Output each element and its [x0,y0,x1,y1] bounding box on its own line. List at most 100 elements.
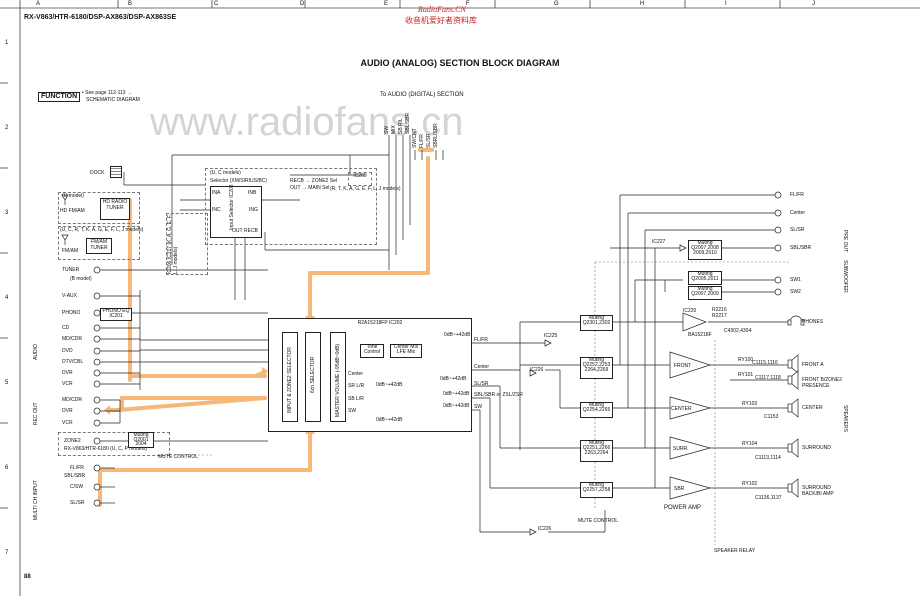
model-header: RX-V863/HTR-6180/DSP-AX863/DSP-AX863SE [24,14,177,21]
selector-out: OUT [232,228,243,234]
hp-caps: C4302,4304 [724,328,752,334]
see-page: • See page 112-113 → [82,90,132,96]
gain-sw: 0dB~+42dB [443,403,470,409]
spk-front-a: FRONT A [802,362,824,368]
input-phono: PHONO [62,310,81,316]
relay-ry100: RY100 [738,357,754,363]
selector-models: (U, C models) [210,170,241,176]
out-sw: SW [474,404,483,410]
master-volume-label: MASTER VOLUME (-95dB~0dB) [335,343,341,417]
multich-flfr: FL/FR [70,465,84,471]
out-flfr: FL/FR [474,337,488,343]
cap-c1115: C1115,1116 [752,360,778,366]
amp-surr: SURR. [673,446,689,452]
preout-center: Center [790,210,806,216]
top-signal-2: SB R/L [398,118,404,134]
row-label-2: 2 [5,125,9,131]
gain-sb: 0dB~+42dB [443,391,470,397]
out-center: Center [474,364,490,370]
selector-inb: INB [248,190,257,196]
muting-q2254: Muting Q2254,2265 [580,402,613,418]
selector-recb: RECB [244,228,258,234]
muting-q2301: Muting Q2301,2302 [580,315,613,331]
input-vcr: VCR [62,381,73,387]
selector-name: Selector (XM/SIRIUS/BC) [210,178,267,184]
function-box: FUNCTION [38,92,81,102]
muting-q2007: Muting Q2007,2009 [688,286,722,300]
fmam-antenna-label: FM/AM [62,248,79,254]
tuner-u-model: (U model) [62,193,84,199]
ic226: IC226 [538,526,552,532]
dock-label: DOCK [90,170,105,176]
int-sblr: SB L/R [348,396,364,402]
input-tuner: TUNER [62,267,80,273]
top-signal-0: SW [384,125,390,134]
input-dvr: DVR [62,370,73,376]
col-label-b: B [128,1,133,7]
hp-chip: BA15218F [688,332,712,338]
row-label-5: 5 [5,380,9,386]
selector-models2: (R, T, K, A, G, E, F, L, J models) [330,186,401,192]
preout-sw2: SW2 [790,289,801,295]
antenna-icons [61,194,69,245]
hp-phones-label: PHONES [802,319,824,325]
ic209: IC209 [348,172,372,186]
ic227: IC227 [652,239,666,245]
zone2-note: RX-V863/HTR-6180 (U, C, P models) [64,446,147,452]
cap-c1113: C1113,1114 [755,455,781,461]
side-label-multich: MULTI CH INPUT [33,480,39,520]
side-label-speakers: SPEAKERS [842,405,848,432]
multich-csw: C/SW [70,484,84,490]
recout-mdcdr: MD/CDR [62,397,82,403]
input-mdcdr: MD/CDR [62,336,82,342]
hd-antenna-label: HD FM/AM [60,208,85,214]
muting-q2005: Muting Q2005,2011 [688,271,722,285]
dock-connector-icon [110,166,122,178]
preout-sw1: SW1 [790,277,801,283]
preout-sblsbr: SBL/SBR [790,245,812,251]
tone-control: Tone Control [360,344,384,358]
col-label-j: J [812,1,815,7]
watermark-site: RadioFans.CN [418,5,466,14]
row-label-7: 7 [5,550,9,556]
tuner-other-models: (U, C, R, T, K, A, G, E, F, L, J models) [60,227,144,233]
input-selector-ic203 [210,186,262,238]
recb-zone2: RECB → ZONE2 Sel [290,178,337,184]
hd-tuner-group [58,192,140,224]
ic226-mid: IC226 [530,367,544,373]
top-signal-6: SL/SR [426,133,432,148]
orange-paths [98,148,434,507]
input-zone2-selector: INPUT & ZONE2 SELECTOR [282,332,298,422]
selector-group [205,168,377,245]
gain-sw2: 0dB~+42dB [376,417,403,423]
arrow-ic202 [262,367,268,375]
int-sw: SW [348,408,357,414]
preout-flfr: FL/FR [790,192,804,198]
int-srlr: SR L/R [348,383,365,389]
speaker-icons [787,315,805,498]
preout-slsr: SL/SR [790,227,805,233]
gain-center: 0dB~+42dB [376,382,403,388]
phono-eq: PHONO EQ IC201 [100,308,132,321]
relay-ry101: RY101 [738,372,754,378]
spk-surround-back: SURROUND BACK/BI AMP [802,485,834,497]
jacks [93,191,782,507]
wiring [100,135,788,533]
hp-resistors: R2216 R2217 [712,307,727,319]
muting-q2007-pre: Muting Q2007,2008 2009,2010 [688,240,722,260]
row-label-6: 6 [5,465,9,471]
recout-vcr: VCR [62,420,73,426]
ic202-label: R2A15218FP IC202 [357,320,403,326]
col-label-f: F [466,1,470,7]
muting-zone2: Muting Q2001 2004 [128,432,154,448]
selector-inc: INC [212,207,221,213]
fmam-tuner: FM/AM TUNER [86,238,112,254]
cap-c1117: C1117,1118 [755,375,781,381]
page-number: 88 [24,574,31,580]
center-mix: Center Mix LFE Mix [390,344,422,358]
out-slsr: SL/SR [474,381,489,387]
input-dvd: DVD [62,348,73,354]
side-label-recout: REC OUT [33,402,39,426]
